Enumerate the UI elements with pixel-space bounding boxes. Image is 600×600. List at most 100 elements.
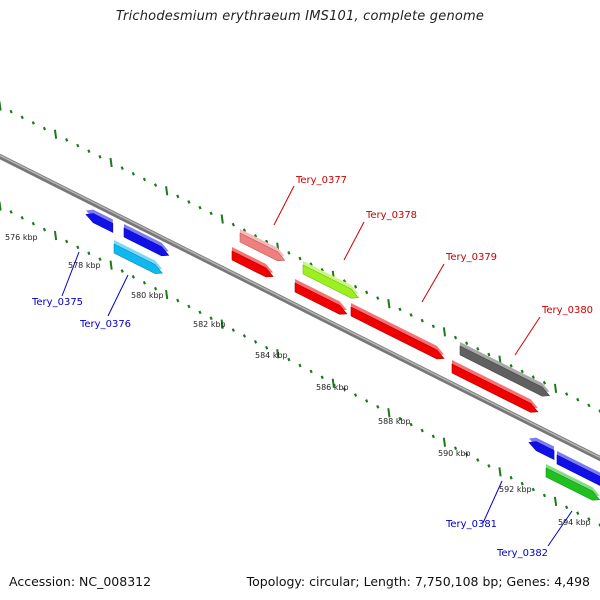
outer-ring-tick <box>120 166 124 170</box>
gene-blue-0382-body <box>556 454 600 486</box>
outer-ring-tick <box>109 157 113 168</box>
label-leader-line <box>107 274 129 317</box>
gene-tery-0378-body <box>302 264 360 299</box>
inner-ring-tick <box>320 375 324 380</box>
gene-label-tery-0377[interactable]: Tery_0377 <box>295 175 347 186</box>
outer-ring-tick <box>65 138 69 142</box>
outer-ring-tick <box>309 262 313 266</box>
label-leader-line <box>482 480 503 524</box>
inner-ring-tick <box>531 487 535 492</box>
inner-ring-tick <box>76 245 80 250</box>
outer-ring-tick <box>298 256 302 261</box>
inner-ring-tick <box>176 298 180 303</box>
accession-text: Accession: NC_008312 <box>9 574 152 589</box>
inner-ring-tick <box>276 349 280 359</box>
gene-tery-0381 <box>528 437 555 461</box>
outer-ring-tick <box>53 129 58 139</box>
gene-red-0380-body <box>451 363 539 413</box>
kbp-label: 576 kbp <box>5 233 38 242</box>
kbp-label: 588 kbp <box>378 417 411 426</box>
gene-label-tery-0379[interactable]: Tery_0379 <box>445 252 497 263</box>
outer-ring-tick <box>220 214 224 224</box>
outer-ring-tick <box>98 155 102 159</box>
inner-ring-tick <box>287 357 291 362</box>
gene-label-tery-0381[interactable]: Tery_0381 <box>445 519 497 530</box>
inner-ring-tick <box>542 493 547 498</box>
inner-ring-tick <box>142 280 147 285</box>
label-leader-line <box>514 316 541 356</box>
outer-ring-tick <box>376 296 380 300</box>
map-title: Trichodesmium erythraeum IMS101, complet… <box>115 9 485 24</box>
outer-ring-tick <box>209 211 213 216</box>
gene-tery-0382 <box>545 464 600 501</box>
label-leaders <box>61 185 573 547</box>
inner-ring-tick <box>420 428 424 433</box>
gene-label-tery-0380[interactable]: Tery_0380 <box>541 305 593 316</box>
outer-ring-tick <box>442 327 447 337</box>
outer-ring-tick <box>509 363 513 368</box>
outer-ring-tick <box>131 171 135 176</box>
inner-ring-tick <box>442 437 447 447</box>
outer-ring-tick <box>531 375 535 379</box>
outer-ring-tick <box>176 194 180 199</box>
gene-tery-0380-body <box>459 345 551 397</box>
inner-ring-tick <box>209 316 213 321</box>
outer-ring-tick <box>242 228 247 233</box>
inner-ring-tick <box>131 275 135 279</box>
inner-ring-tick <box>309 369 313 374</box>
inner-ring-tick <box>387 408 391 418</box>
gene-label-tery-0375[interactable]: Tery_0375 <box>31 297 83 308</box>
gene-tery-0377-body <box>239 232 286 262</box>
gene-label-tery-0378[interactable]: Tery_0378 <box>365 210 417 221</box>
outer-ring-tick <box>76 143 80 148</box>
kbp-label: 580 kbp <box>131 291 164 300</box>
gene-blue-forward <box>123 224 170 257</box>
outer-ring-tick <box>87 149 91 154</box>
outer-ring-tick <box>542 380 547 385</box>
gene-tery-0380 <box>459 342 551 397</box>
outer-ring-tick <box>265 239 269 244</box>
inner-ring-tick <box>376 405 380 409</box>
outer-ring-tick <box>153 183 158 187</box>
inner-ring-tick <box>220 319 224 329</box>
outer-ring-tick <box>365 290 369 295</box>
gene-red-0378-body <box>294 282 348 315</box>
outer-ring-tick <box>31 121 35 125</box>
inner-ring-tick <box>153 286 158 291</box>
gene-red-0377-body <box>231 250 274 278</box>
gene-red-0377 <box>231 247 274 278</box>
outer-ring-tick <box>420 318 424 323</box>
gene-label-tery-0376[interactable]: Tery_0376 <box>79 319 131 330</box>
inner-ring-tick <box>509 475 513 480</box>
outer-ring-tick <box>565 392 569 396</box>
label-leader-line <box>343 221 365 261</box>
outer-ring-tick <box>487 352 491 357</box>
inner-ring-tick <box>365 399 369 403</box>
inner-ring-tick <box>431 434 435 439</box>
outer-ring-tick <box>520 369 524 374</box>
gene-red-0380 <box>451 360 539 413</box>
outer-ring-tick <box>431 324 435 329</box>
inner-ring-tick <box>0 201 2 211</box>
kbp-label: 578 kbp <box>68 261 101 270</box>
inner-ring-tick <box>65 239 69 244</box>
outer-ring-tick <box>287 251 291 255</box>
outer-ring-tick <box>320 267 324 272</box>
outer-ring-tick <box>476 347 480 351</box>
inner-ring-tick <box>120 269 124 273</box>
outer-ring-tick <box>576 397 580 402</box>
kbp-label: 590 kbp <box>438 449 471 458</box>
inner-ring-tick <box>498 467 502 477</box>
outer-ring-tick <box>9 109 13 114</box>
inner-ring-tick <box>165 289 169 300</box>
inner-ring-tick <box>465 452 469 456</box>
gene-label-tery-0382[interactable]: Tery_0382 <box>496 548 548 559</box>
label-leader-line <box>547 510 573 547</box>
gene-red-0378 <box>294 279 348 315</box>
inner-ring-tick <box>353 393 358 397</box>
outer-ring-tick <box>231 222 235 227</box>
gene-tery-0382-body <box>545 467 600 501</box>
label-leader-line <box>61 251 80 297</box>
outer-ring-tick <box>42 126 47 131</box>
